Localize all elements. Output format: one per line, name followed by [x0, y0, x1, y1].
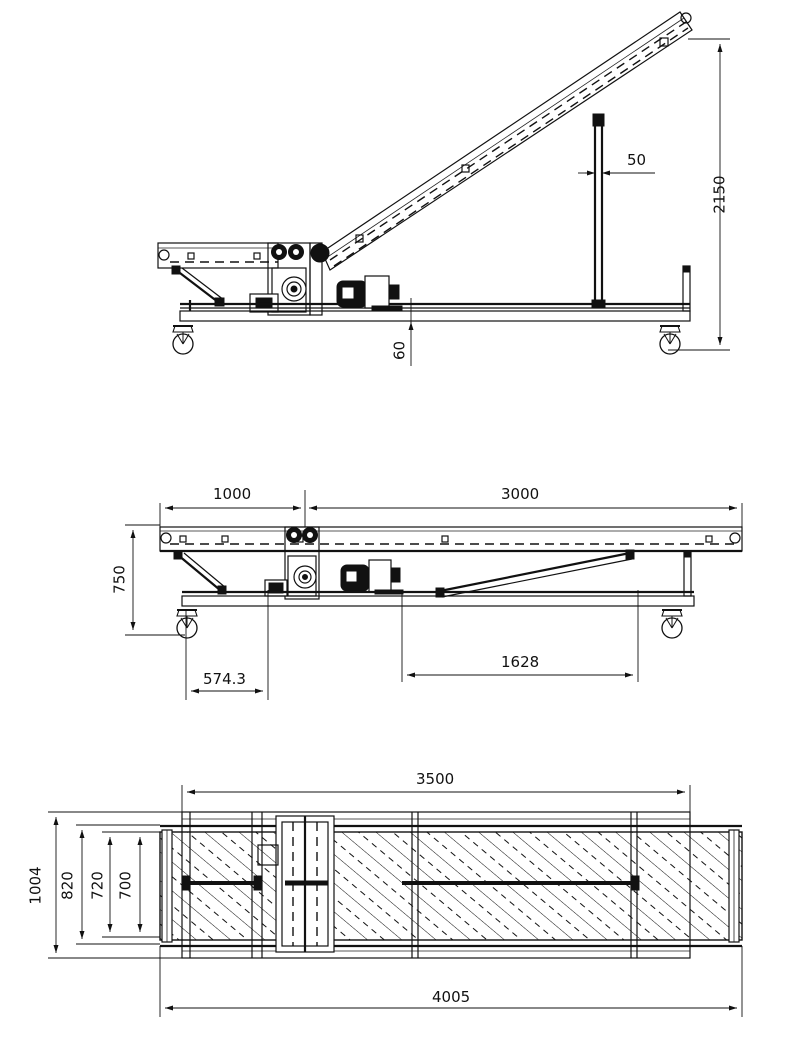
dim-label-belt-frame-width: 720: [88, 871, 107, 900]
view-top: [48, 785, 743, 1017]
dim-label-height: 750: [110, 565, 129, 594]
dim-label-frame-length: 3500: [416, 770, 455, 788]
dim-label-overall-length: 4005: [432, 988, 471, 1006]
dim-label-feed-section-length: 1000: [213, 485, 252, 503]
view-inclined-side: [157, 11, 730, 366]
dim-label-strut-span: 1628: [501, 653, 540, 671]
dim-label-overall-height: 2150: [710, 175, 729, 214]
dim-label-main-section-length: 3000: [501, 485, 540, 503]
dim-label-overall-width: 1004: [26, 866, 45, 905]
dim-label-frame-clearance: 60: [390, 340, 409, 361]
dim-label-frame-width: 820: [58, 871, 77, 900]
dim-label-belt-width: 700: [116, 871, 135, 900]
dim-label-support-column-width: 50: [627, 151, 647, 169]
view-horizontal-side: [125, 490, 743, 700]
dim-label-caster-offset: 574.3: [203, 670, 246, 688]
